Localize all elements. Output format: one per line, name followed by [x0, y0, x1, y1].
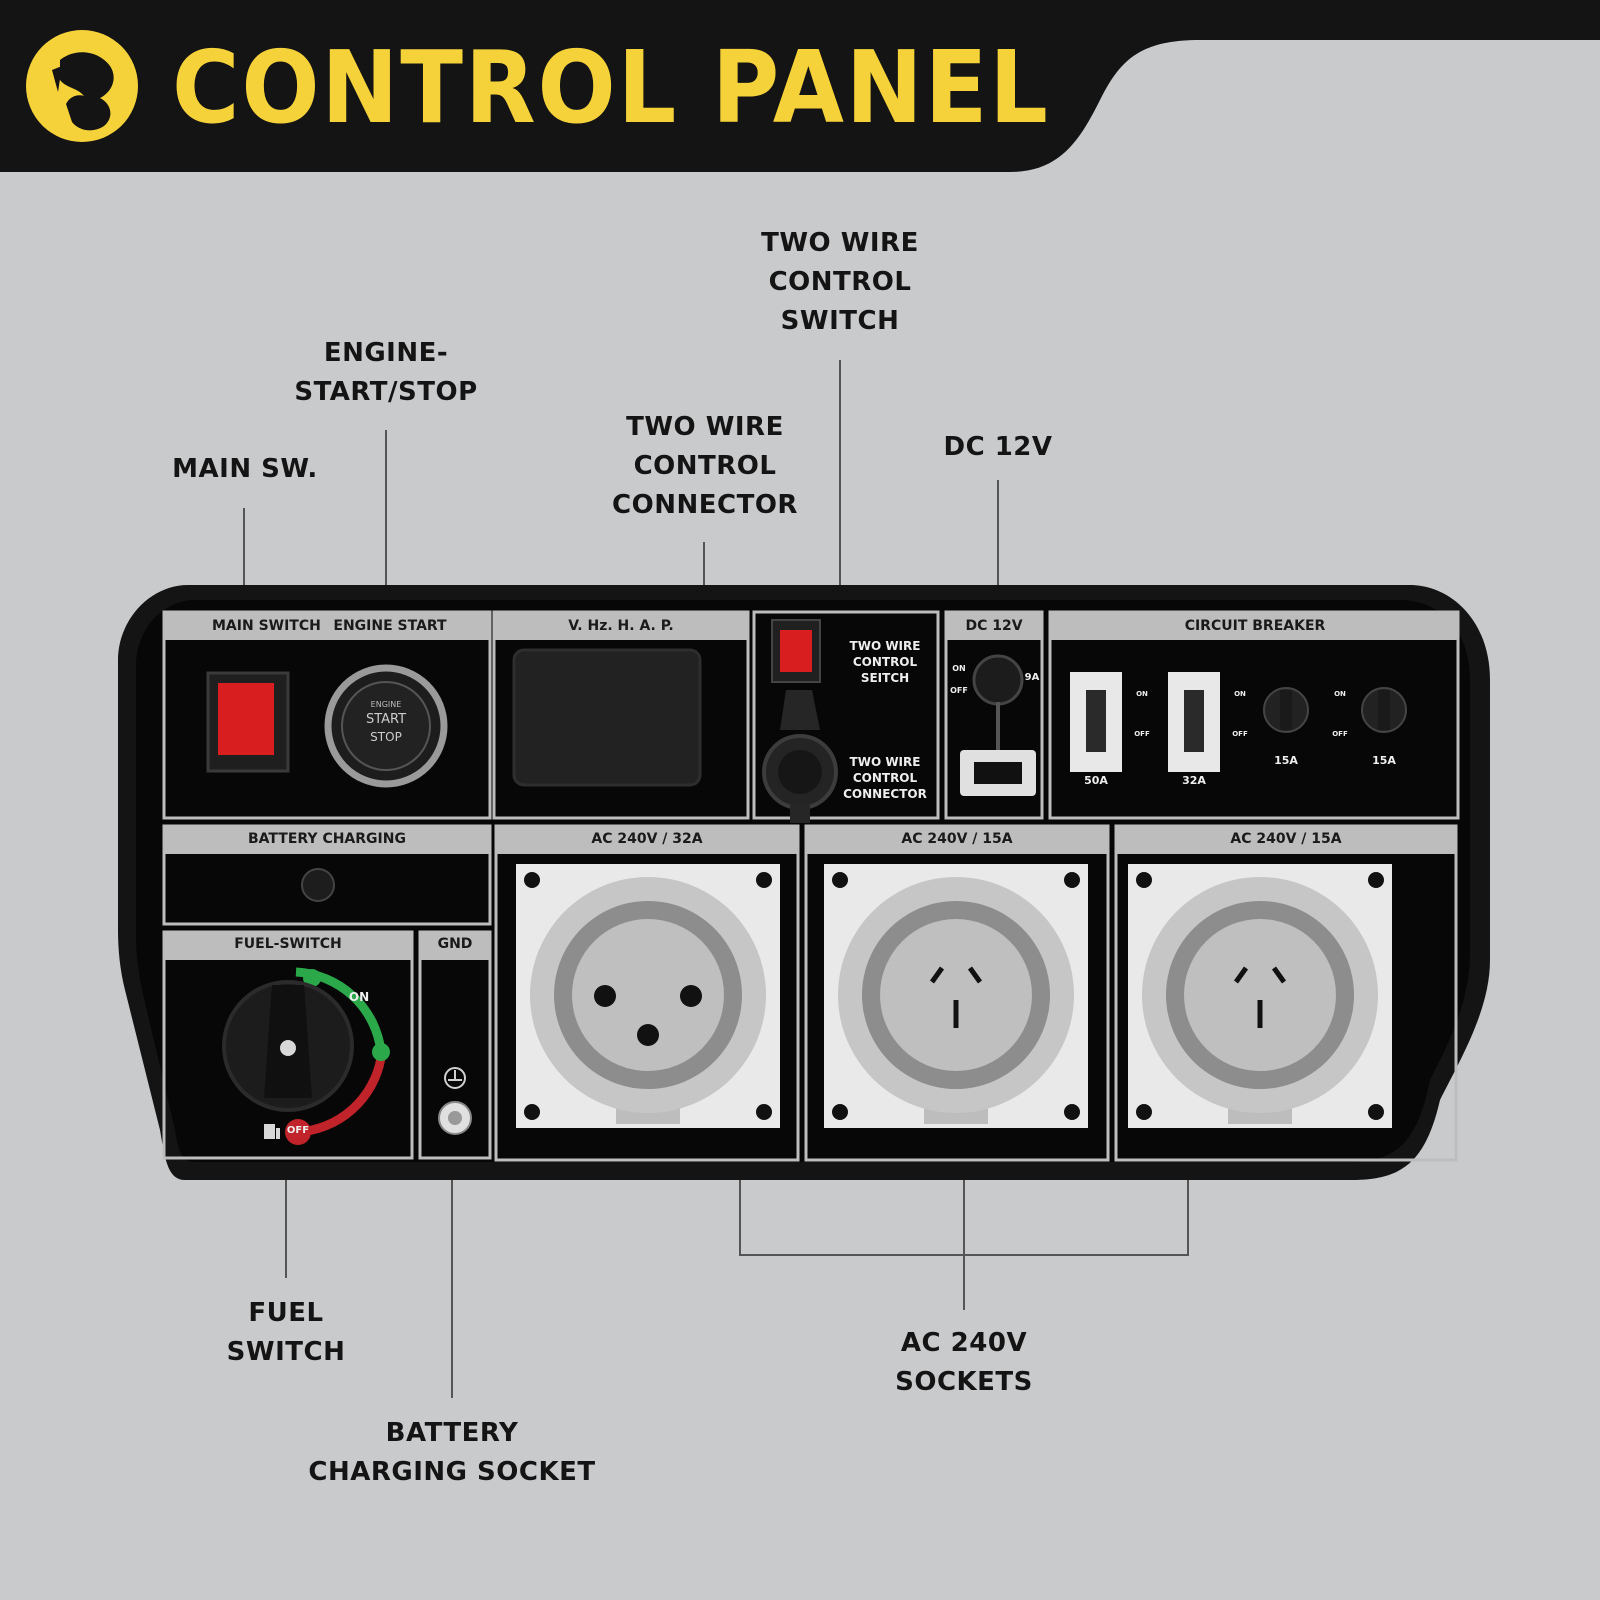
two-wire-control-switch[interactable] — [780, 630, 812, 672]
outlet-label-3: AC 240V / 15A — [1230, 831, 1342, 847]
breaker-rating-50a: 50A — [1084, 774, 1108, 787]
outlet-label-2: AC 240V / 15A — [901, 831, 1013, 847]
main-switch-label: MAIN SWITCH — [212, 618, 321, 634]
breaker-rating-32a: 32A — [1182, 774, 1206, 787]
fuel-switch-box — [162, 930, 414, 1160]
fuel-off-label: OFF — [286, 1125, 310, 1136]
two-wire-control-connector[interactable] — [762, 690, 838, 823]
callout-main-switch: MAIN SW. — [172, 454, 318, 484]
callout-fuel-switch: FUEL SWITCH — [226, 1298, 346, 1367]
meter-label: V. Hz. H. A. P. — [568, 618, 674, 634]
breaker-rating-15a-1: 15A — [1274, 754, 1298, 767]
circuit-breaker-box — [1048, 610, 1460, 820]
gnd-box — [418, 930, 492, 1160]
breaker-off-label-2: OFF — [1232, 730, 1248, 738]
dc-off-label: OFF — [950, 686, 968, 695]
engine-start-label: ENGINE START — [333, 618, 447, 634]
fuel-switch-label: FUEL-SWITCH — [234, 936, 342, 952]
outlet-label-1: AC 240V / 32A — [591, 831, 703, 847]
dc-box — [944, 610, 1044, 820]
breaker-on-label-3: ON — [1334, 690, 1346, 698]
outlet-15a-socket-1[interactable] — [838, 877, 1074, 1113]
page-title: CONTROL PANEL — [172, 29, 1050, 146]
digital-meter-display — [512, 648, 702, 787]
fuel-on-label: ON — [348, 990, 370, 1004]
breaker-off-label-1: OFF — [1134, 730, 1150, 738]
dc-12v-socket[interactable] — [960, 702, 1036, 796]
callout-dc-12v: DC 12V — [943, 432, 1053, 462]
battery-charging-label: BATTERY CHARGING — [248, 831, 406, 847]
dc-label: DC 12V — [965, 618, 1023, 634]
start-button-stop-text: STOP — [370, 730, 402, 744]
gnd-label: GND — [437, 936, 473, 952]
breaker-off-label-3: OFF — [1332, 730, 1348, 738]
header-bar — [0, 0, 1600, 172]
breaker-15a-1[interactable] — [1263, 687, 1309, 733]
breaker-rating-15a-2: 15A — [1372, 754, 1396, 767]
engine-start-button[interactable] — [324, 664, 448, 788]
circuit-breaker-label: CIRCUIT BREAKER — [1184, 618, 1326, 634]
main-engine-box — [162, 610, 492, 820]
breaker-50a-toggle[interactable] — [1086, 690, 1106, 752]
fuel-off-badge — [285, 1119, 311, 1145]
callout-engine-start-stop: ENGINE- START/STOP — [294, 338, 478, 407]
callout-two-wire-connector: TWO WIRE CONTROL CONNECTOR — [612, 412, 798, 520]
ground-symbol-icon — [444, 1067, 466, 1089]
breaker-on-label-1: ON — [1136, 690, 1148, 698]
start-button-engine-text: ENGINE — [370, 700, 402, 709]
breaker-15a-2[interactable] — [1361, 687, 1407, 733]
dc-fuse[interactable] — [972, 654, 1024, 706]
fuel-pump-icon — [264, 1124, 280, 1139]
callout-battery-charging-socket: BATTERY CHARGING SOCKET — [308, 1418, 596, 1487]
breaker-32a-toggle[interactable] — [1184, 690, 1204, 752]
battery-charging-socket[interactable] — [301, 868, 335, 902]
outlet-32a-socket[interactable] — [530, 877, 766, 1113]
callout-two-wire-switch: TWO WIRE CONTROL SWITCH — [761, 228, 919, 336]
fuel-switch-knob[interactable] — [222, 980, 354, 1112]
callout-ac-sockets: AC 240V SOCKETS — [895, 1328, 1033, 1397]
start-button-start-text: START — [365, 712, 407, 727]
dc-fuse-label: 9A — [1024, 672, 1040, 683]
fuel-off-arc — [297, 1057, 386, 1137]
champion-logo-icon — [26, 30, 138, 142]
two-wire-box — [752, 610, 940, 820]
ground-terminal[interactable] — [438, 1101, 472, 1135]
main-switch[interactable] — [218, 683, 274, 755]
two-wire-switch-panel-label: TWO WIRE CONTROL SEITCH — [849, 639, 921, 685]
breaker-on-label-2: ON — [1234, 690, 1246, 698]
dc-on-label: ON — [952, 664, 966, 673]
battery-charging-box — [162, 824, 492, 926]
two-wire-connector-panel-label: TWO WIRE CONTROL CONNECTOR — [843, 755, 927, 801]
outlet-15a-socket-2[interactable] — [1142, 877, 1378, 1113]
meter-box — [492, 610, 750, 820]
